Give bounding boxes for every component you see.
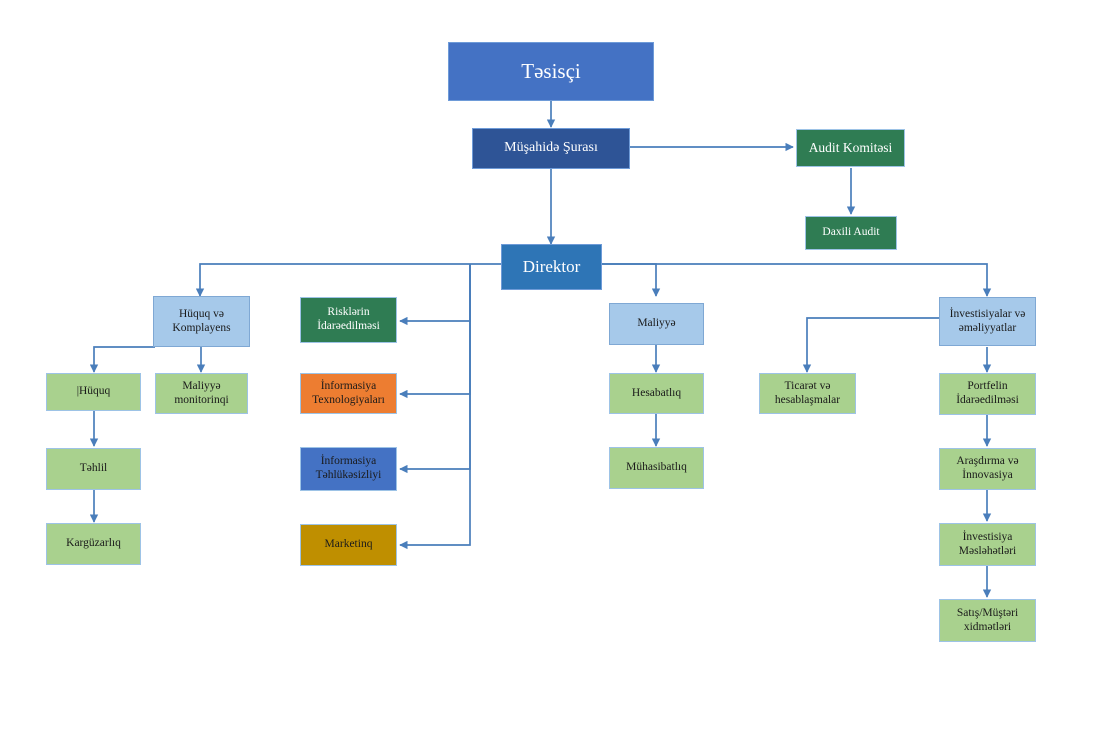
node-reporting[interactable]: Hesabatlıq: [609, 373, 704, 414]
node-trade-settlements[interactable]: Ticarət və hesablaşmalar: [759, 373, 856, 414]
node-records-management[interactable]: Kargüzarlıq: [46, 523, 141, 565]
node-information-technology[interactable]: İnformasiya Texnologiyaları: [300, 373, 397, 414]
node-internal-audit[interactable]: Daxili Audit: [805, 216, 897, 250]
node-finance[interactable]: Maliyyə: [609, 303, 704, 345]
edge-director-to-risk-management: [399, 264, 471, 326]
node-marketing[interactable]: Marketinq: [300, 524, 397, 566]
node-director[interactable]: Direktor: [501, 244, 602, 290]
edge-director-to-marketing: [399, 264, 471, 550]
node-investment-advisory[interactable]: İnvestisiya Məsləhətləri: [939, 523, 1036, 566]
node-supervisory-board[interactable]: Müşahidə Şurası: [472, 128, 630, 169]
edge-director-to-information-technology: [399, 264, 471, 399]
edge-legal-compliance-to-legal: [89, 346, 155, 373]
edge-director-to-investments: [602, 263, 992, 297]
node-founder[interactable]: Təsisçi: [448, 42, 654, 101]
node-audit-committee[interactable]: Audit Komitəsi: [796, 129, 905, 167]
node-financial-monitoring[interactable]: Maliyyə monitorinqi: [155, 373, 248, 414]
node-accounting[interactable]: Mühasibatlıq: [609, 447, 704, 489]
node-legal-compliance[interactable]: Hüquq və Komplayens: [153, 296, 250, 347]
edge-director-to-legal-compliance: [195, 263, 502, 297]
node-investments-operations[interactable]: İnvestisiyalar və əməliyyatlar: [939, 297, 1036, 346]
node-risk-management[interactable]: Risklərin İdarəedilməsi: [300, 297, 397, 343]
edge-director-to-information-security: [399, 264, 471, 474]
edge-director-to-finance: [602, 263, 661, 297]
node-information-security[interactable]: İnformasiya Təhlükəsizliyi: [300, 447, 397, 491]
node-sales-customer-service[interactable]: Satış/Müştəri xidmətləri: [939, 599, 1036, 642]
node-analysis[interactable]: Təhlil: [46, 448, 141, 490]
node-research-innovation[interactable]: Araşdırma və İnnovasiya: [939, 448, 1036, 490]
node-portfolio-management[interactable]: Portfelin İdarəedilməsi: [939, 373, 1036, 415]
node-legal[interactable]: |Hüquq: [46, 373, 141, 411]
edge-investments-to-trade-settlements: [802, 317, 940, 373]
